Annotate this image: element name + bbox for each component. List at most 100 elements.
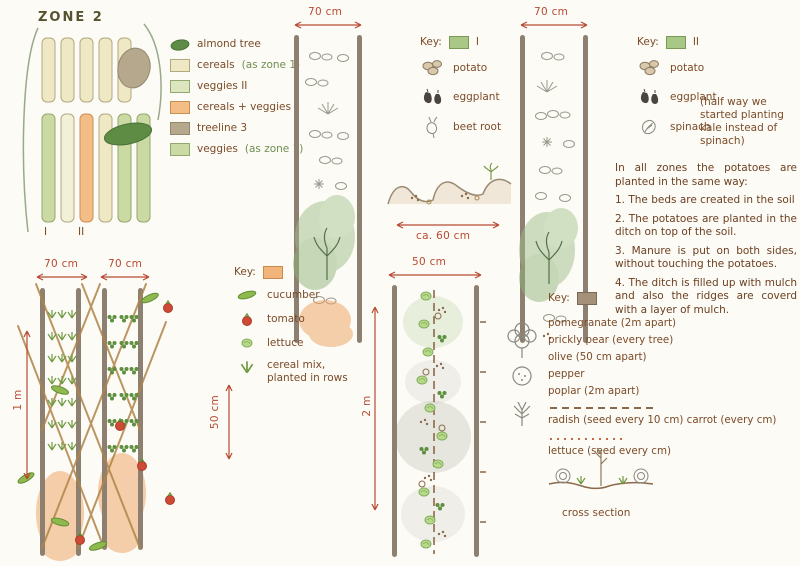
key-item-label: beet root <box>453 120 502 133</box>
key-item-pepper: pepper <box>548 368 585 380</box>
key-item-olive: olive (50 cm apart) <box>548 351 647 363</box>
trellis-right-width-label: 70 cm <box>108 258 143 270</box>
key-item-poplar: poplar (2m apart) <box>548 385 640 397</box>
key-item-prickly-pear: prickly pear (every tree) <box>548 334 674 346</box>
key-item-label: potato <box>670 61 705 74</box>
legend-label: veggies II <box>197 80 248 92</box>
bed-I-sketch <box>293 35 362 347</box>
trellis-length-arrow <box>23 330 31 480</box>
key-item-beet-root: beet root <box>420 116 502 139</box>
legend-label: cereals <box>197 59 235 71</box>
key-item-label: eggplant <box>670 90 717 103</box>
key-item-cereal-mix: cereal mix, planted in rows <box>234 359 349 385</box>
cereals-swatch <box>170 59 190 72</box>
hedge-plant-sketches <box>507 322 537 426</box>
key-I-label: Key: <box>420 36 442 48</box>
dotted-line-icon <box>550 438 626 440</box>
legend-label: veggies <box>197 143 238 155</box>
key-item-cucumber: cucumber <box>234 288 349 302</box>
key-item-eggplant: eggplant <box>637 87 717 107</box>
veggies-II-swatch <box>170 80 190 93</box>
map-legend: almond tree cereals (as zone 1) veggies … <box>170 34 303 160</box>
legend-item-veggies-II: veggies II <box>170 76 303 97</box>
key-II-swatch <box>665 36 686 49</box>
cross-section-sketch <box>548 447 654 490</box>
key-II-zone: II <box>692 36 700 48</box>
key-item-eggplant: eggplant <box>420 87 501 107</box>
trellis-beds-sketch <box>16 283 176 561</box>
key-trellis-header: Key: <box>234 266 349 279</box>
tomato-icon <box>241 313 253 327</box>
instruction-step: 2. The potatoes are planted in the ditch… <box>615 212 797 239</box>
legend-item-almond-tree: almond tree <box>170 34 303 55</box>
legend-label: treeline 3 <box>197 122 248 134</box>
beet-root-icon <box>426 116 438 139</box>
lettuce-icon <box>241 338 253 348</box>
bed-I-width-label: 70 cm <box>308 6 343 18</box>
key-item-potato: potato <box>420 58 501 78</box>
hedge-bed-length-arrow <box>371 306 379 511</box>
key-item-label: eggplant <box>453 90 500 103</box>
key-item-lettuce: lettuce <box>234 336 349 350</box>
key-item-pomegranate: pomegranate (2m apart) <box>548 317 677 329</box>
page-title: ZONE 2 <box>38 10 104 25</box>
key-item-label: spinach <box>670 120 711 133</box>
cereal-mix-icon <box>240 360 254 374</box>
key-trellis-swatch <box>262 266 283 279</box>
potato-instructions: In all zones the potatoes are planted in… <box>615 162 797 317</box>
cucumber-icon <box>236 289 258 301</box>
spinach-icon <box>642 120 656 135</box>
trellis-side-arrow <box>225 384 233 460</box>
hedge-bed-sketch <box>392 285 486 557</box>
hedge-bed-measure-arrow <box>388 271 482 279</box>
key-bed-I: Key: I potato eggplant be <box>420 36 502 139</box>
key-item-label: tomato <box>267 312 305 325</box>
legend-label-suffix: (as zone 1) <box>241 59 301 71</box>
hedge-bed-width-label: 50 cm <box>412 256 447 268</box>
ditch-width-label: ca. 60 cm <box>416 230 471 242</box>
key-item-radish-carrot: radish (seed every 10 cm) carrot (every … <box>548 414 777 426</box>
potato-icon <box>639 60 659 76</box>
trellis-right-measure-arrow <box>100 273 150 281</box>
trellis-side-label: 50 cm <box>209 394 221 430</box>
treeline-swatch <box>170 122 190 135</box>
key-item-label: cucumber <box>267 288 320 301</box>
instructions-intro: In all zones the potatoes are planted in… <box>615 162 797 188</box>
key-bed-II: Key: II potato eggplant s <box>637 36 717 138</box>
key-II-header: Key: II <box>637 36 717 49</box>
bed-II-sketch <box>519 35 588 343</box>
legend-item-treeline: treeline 3 <box>170 118 303 139</box>
map-roman-II: II <box>78 226 85 238</box>
legend-label: cereals + veggies <box>197 101 291 113</box>
cereals-veggies-swatch <box>170 101 190 114</box>
legend-item-veggies-zone1: veggies (as zone 1) <box>170 139 303 160</box>
key-hedge-label: Key: <box>548 292 570 304</box>
legend-label: almond tree <box>197 38 261 50</box>
key-hedge-header: Key: <box>548 292 798 305</box>
instruction-step: 3. Manure is put on both sides, without … <box>615 244 797 271</box>
potato-icon <box>422 60 442 76</box>
key-item-potato: potato <box>637 58 717 78</box>
bed-I-measure-arrow <box>294 21 362 29</box>
map-roman-I: I <box>44 226 48 238</box>
almond-tree-icon <box>170 38 190 51</box>
cross-section-label: cross section <box>562 507 631 519</box>
trellis-left-measure-arrow <box>36 273 88 281</box>
key-item-label: cereal mix, planted in rows <box>267 359 348 384</box>
key-II-label: Key: <box>637 36 659 48</box>
trellis-left-width-label: 70 cm <box>44 258 79 270</box>
ditch-cross-section-sketch <box>387 162 512 205</box>
key-trellis-label: Key: <box>234 266 256 278</box>
legend-item-cereals-veggies: cereals + veggies <box>170 97 303 118</box>
key-item-label: lettuce <box>267 336 304 349</box>
eggplant-icon <box>640 88 659 104</box>
instruction-step: 1. The beds are created in the soil <box>615 194 795 206</box>
key-I-swatch <box>448 36 469 49</box>
ditch-measure-arrow <box>396 221 500 229</box>
key-hedge-swatch <box>576 292 597 305</box>
key-hedge-bed: Key: pomegranate (2m apart) prickly pear… <box>548 292 798 460</box>
key-item-lettuce-seed: lettuce (seed every cm) <box>548 445 671 457</box>
key-I-header: Key: I <box>420 36 501 49</box>
key-I-zone: I <box>475 36 479 48</box>
instruction-step: 4. The ditch is filled up with mulch and… <box>615 276 797 316</box>
